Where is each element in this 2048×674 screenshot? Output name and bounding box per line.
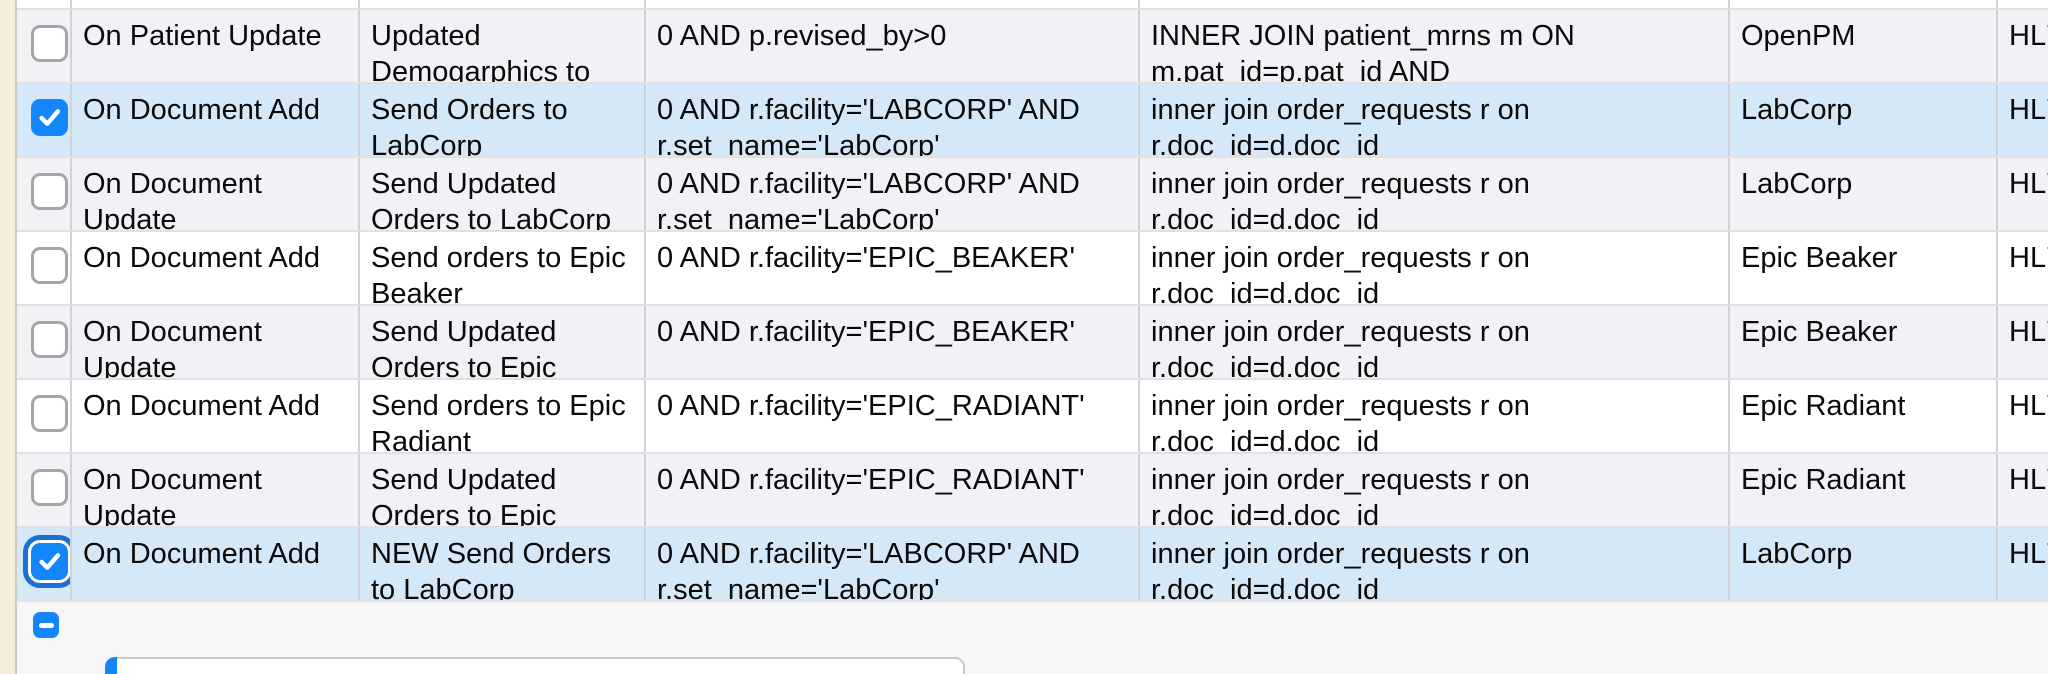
table-row[interactable]: On Document Update Send Updated Orders t… [17, 306, 2048, 380]
description-cell: Send Updated Orders to Epic Radiant [360, 454, 646, 526]
protocol-cell: HL7 [2009, 20, 2048, 52]
target-cell: Epic Beaker [1730, 232, 1998, 304]
detail-panel [105, 657, 965, 674]
target-cell: LabCorp [1730, 528, 1998, 600]
row-checkbox[interactable] [31, 247, 68, 284]
description-cell: Send Orders to LabCorp [360, 84, 646, 156]
row-select-cell [17, 10, 72, 82]
target-cell: Epic Radiant [1730, 454, 1998, 526]
condition-cell: 0 AND r.facility='EPIC_BEAKER' [646, 306, 1140, 378]
protocol-cell: HL7 [2009, 390, 2048, 422]
event-cell: On Document Update [72, 158, 360, 230]
event-cell: On Document Add [72, 380, 360, 452]
row-select-cell [17, 528, 72, 600]
row-select-cell [17, 454, 72, 526]
table-row[interactable]: On Document Add NEW Send Orders to LabCo… [17, 528, 2048, 602]
target-cell: LabCorp [1730, 84, 1998, 156]
condition-cell: 0 AND r.facility='LABCORP' AND r.set_nam… [646, 84, 1140, 156]
description-cell: Send Updated Orders to Epic Beaker [360, 306, 646, 378]
table-row[interactable]: On Document Add Send orders to Epic Radi… [17, 380, 2048, 454]
event-cell: On Document Add [72, 528, 360, 600]
checkmark-icon [39, 109, 61, 126]
row-checkbox[interactable] [31, 395, 68, 432]
table-row[interactable]: On Document Update Send Updated Orders t… [17, 454, 2048, 528]
description-cell: Send Updated Orders to LabCorp [360, 158, 646, 230]
condition-cell: 0 AND r.facility='LABCORP' AND r.set_nam… [646, 158, 1140, 230]
target-cell: Epic Beaker [1730, 306, 1998, 378]
condition-cell: 0 AND r.facility='EPIC_RADIANT' [646, 380, 1140, 452]
row-select-cell [17, 380, 72, 452]
row-select-cell [17, 84, 72, 156]
condition-cell: 0 AND r.facility='LABCORP' AND r.set_nam… [646, 528, 1140, 600]
event-cell: On Document Update [72, 306, 360, 378]
event-cell: On Document Add [72, 232, 360, 304]
minus-icon [38, 622, 54, 628]
clipped-top-row [17, 0, 2048, 10]
row-checkbox[interactable] [31, 543, 68, 580]
row-checkbox[interactable] [31, 99, 68, 136]
event-cell: On Patient Update [72, 10, 360, 82]
join-cell: inner join order_requests r on r.doc_id=… [1140, 158, 1730, 230]
row-select-cell [17, 306, 72, 378]
join-cell: inner join order_requests r on r.doc_id=… [1140, 380, 1730, 452]
table-row[interactable]: On Document Add Send orders to Epic Beak… [17, 232, 2048, 306]
table-row[interactable]: On Document Add Send Orders to LabCorp 0… [17, 84, 2048, 158]
join-cell: inner join order_requests r on r.doc_id=… [1140, 528, 1730, 600]
description-cell: Send orders to Epic Beaker [360, 232, 646, 304]
condition-cell: 0 AND p.revised_by>0 [646, 10, 1140, 82]
panel-accent-bar [105, 657, 117, 674]
row-select-cell [17, 232, 72, 304]
join-cell: inner join order_requests r on r.doc_id=… [1140, 306, 1730, 378]
join-cell: inner join order_requests r on r.doc_id=… [1140, 232, 1730, 304]
row-checkbox[interactable] [31, 469, 68, 506]
trigger-table: On Patient Update Updated Demogarphics t… [15, 0, 2048, 602]
protocol-cell: HL7 [2009, 316, 2048, 348]
table-row[interactable]: On Patient Update Updated Demogarphics t… [17, 10, 2048, 84]
description-cell: Updated Demogarphics to OpenPM [360, 10, 646, 82]
table-row[interactable]: On Document Update Send Updated Orders t… [17, 158, 2048, 232]
row-checkbox[interactable] [31, 25, 68, 62]
remove-row-button[interactable] [33, 612, 59, 638]
target-cell: LabCorp [1730, 158, 1998, 230]
row-select-cell [17, 158, 72, 230]
row-checkbox[interactable] [31, 321, 68, 358]
protocol-cell: HL7 [2009, 168, 2048, 200]
protocol-cell: HL7 [2009, 242, 2048, 274]
target-cell: Epic Radiant [1730, 380, 1998, 452]
table-body: On Patient Update Updated Demogarphics t… [17, 10, 2048, 602]
protocol-cell: HL7 [2009, 464, 2048, 496]
join-cell: INNER JOIN patient_mrns m ON m.pat_id=p.… [1140, 10, 1730, 82]
description-cell: NEW Send Orders to LabCorp [360, 528, 646, 600]
join-cell: inner join order_requests r on r.doc_id=… [1140, 84, 1730, 156]
description-cell: Send orders to Epic Radiant [360, 380, 646, 452]
target-cell: OpenPM [1730, 10, 1998, 82]
condition-cell: 0 AND r.facility='EPIC_BEAKER' [646, 232, 1140, 304]
event-cell: On Document Update [72, 454, 360, 526]
condition-cell: 0 AND r.facility='EPIC_RADIANT' [646, 454, 1140, 526]
checkmark-icon [39, 553, 61, 570]
row-checkbox[interactable] [31, 173, 68, 210]
event-cell: On Document Add [72, 84, 360, 156]
protocol-cell: HL7 [2009, 538, 2048, 570]
join-cell: inner join order_requests r on r.doc_id=… [1140, 454, 1730, 526]
protocol-cell: HL7 [2009, 94, 2048, 126]
